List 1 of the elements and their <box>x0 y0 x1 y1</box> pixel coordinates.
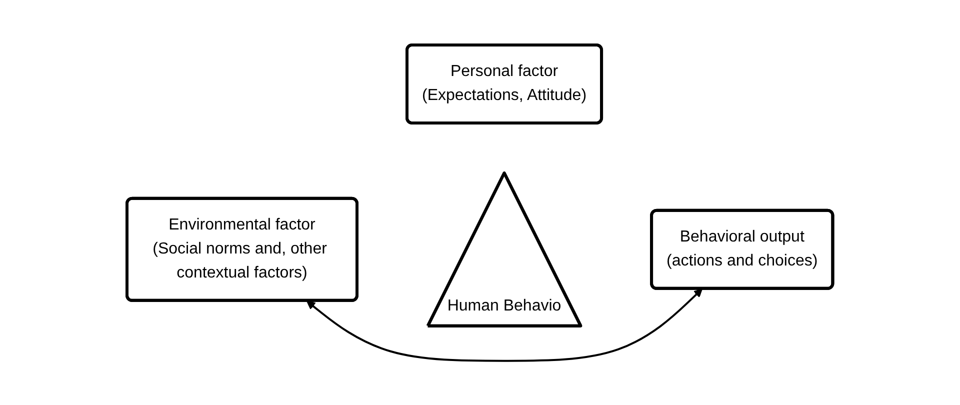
arrow <box>306 288 703 362</box>
